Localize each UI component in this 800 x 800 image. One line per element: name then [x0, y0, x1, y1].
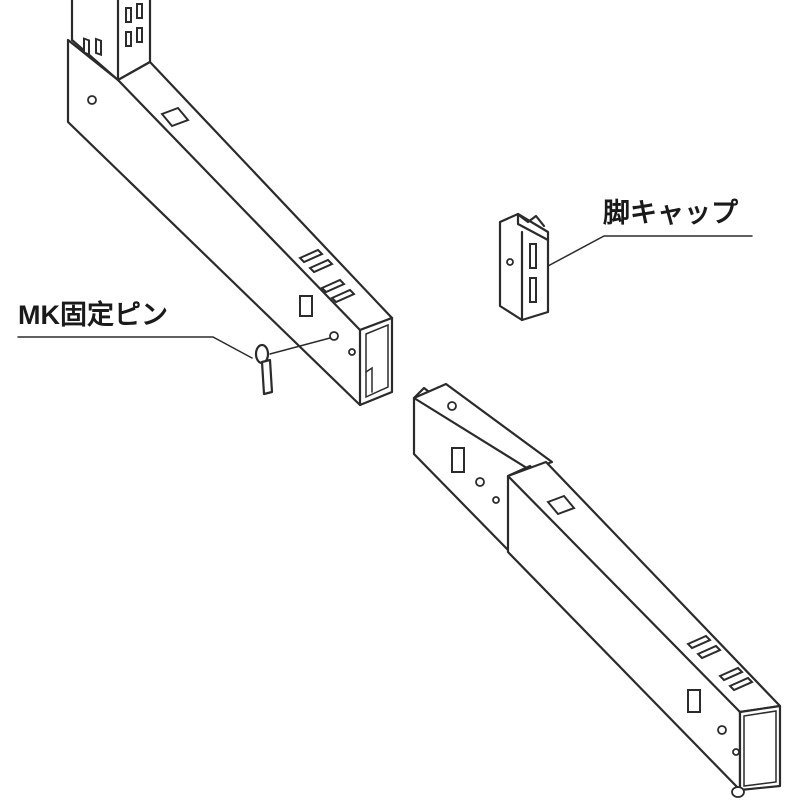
upper-beam-hole — [87, 95, 97, 105]
cap-body — [498, 212, 550, 322]
lower-sleeve-square-hole — [687, 689, 701, 713]
lower-sleeve-slot-pairs — [686, 634, 754, 692]
leg-cap-part — [498, 212, 753, 322]
pin-shaft — [260, 358, 274, 396]
leg-cap-label: 脚キャップ — [603, 198, 738, 228]
mk-pin-label: MK固定ピン — [18, 300, 168, 330]
pin-leader-line — [17, 336, 253, 359]
lower-sleeve-open-end — [738, 704, 782, 792]
upper-beam-top-slot — [160, 106, 190, 128]
cap-leader-line — [547, 235, 753, 267]
upper-beam-open-end — [358, 316, 394, 407]
upright-slots — [83, 3, 143, 57]
mk-pin — [17, 336, 331, 396]
upper-beam-pin-hole — [329, 331, 339, 341]
upper-beam-square-hole — [299, 295, 313, 317]
lower-leg-assembly — [412, 382, 782, 798]
pin-insertion-line — [269, 337, 331, 355]
upper-leg-assembly — [66, 0, 394, 407]
lower-inner-square-hole — [451, 447, 465, 473]
lower-sleeve-top-slot — [546, 494, 576, 516]
upper-beam-side — [66, 38, 394, 407]
upper-beam-slot-pairs — [298, 248, 356, 304]
